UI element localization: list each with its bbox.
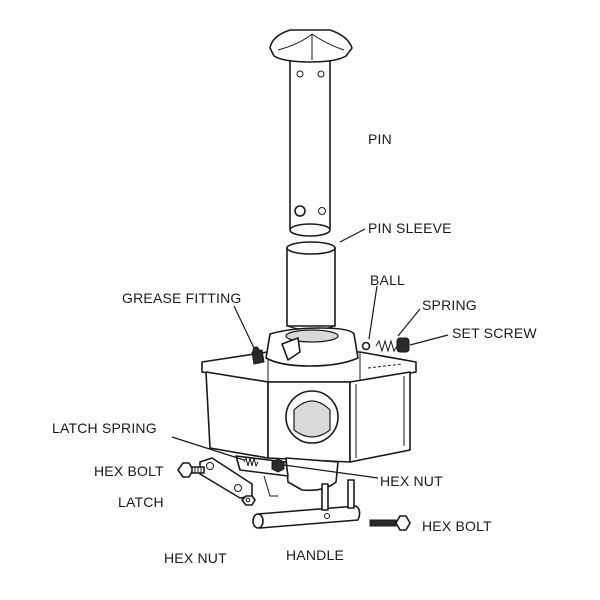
grease-fitting-part	[251, 346, 265, 365]
spring-part	[375, 339, 398, 353]
ball-part	[361, 341, 371, 351]
label-grease-fitting: GREASE FITTING	[122, 290, 241, 306]
label-hex-nut-right: HEX NUT	[380, 473, 443, 489]
label-spring: SPRING	[422, 297, 477, 313]
latch-spring-part	[243, 456, 259, 468]
hex-nut-right-part	[271, 458, 285, 473]
label-ball: BALL	[370, 272, 405, 288]
label-latch-spring: LATCH SPRING	[52, 420, 157, 436]
pin-sleeve-part	[286, 241, 336, 331]
hex-bolt-left-part	[177, 462, 205, 478]
label-pin: PIN	[368, 131, 392, 147]
label-hex-bolt-left: HEX BOLT	[94, 463, 164, 479]
label-hex-nut-bottom: HEX NUT	[164, 550, 227, 566]
label-pin-sleeve: PIN SLEEVE	[368, 220, 452, 236]
handle-part	[252, 479, 361, 529]
label-handle: HANDLE	[286, 547, 344, 563]
leader-lines	[171, 228, 449, 479]
label-set-screw: SET SCREW	[452, 325, 537, 341]
set-screw-part	[396, 337, 410, 353]
label-hex-bolt-right: HEX BOLT	[422, 518, 492, 534]
pin-part	[269, 29, 353, 237]
hex-nut-bottom-part	[241, 495, 256, 506]
hex-bolt-right-part	[369, 515, 411, 531]
housing-part	[201, 327, 417, 492]
label-latch: LATCH	[118, 494, 164, 510]
